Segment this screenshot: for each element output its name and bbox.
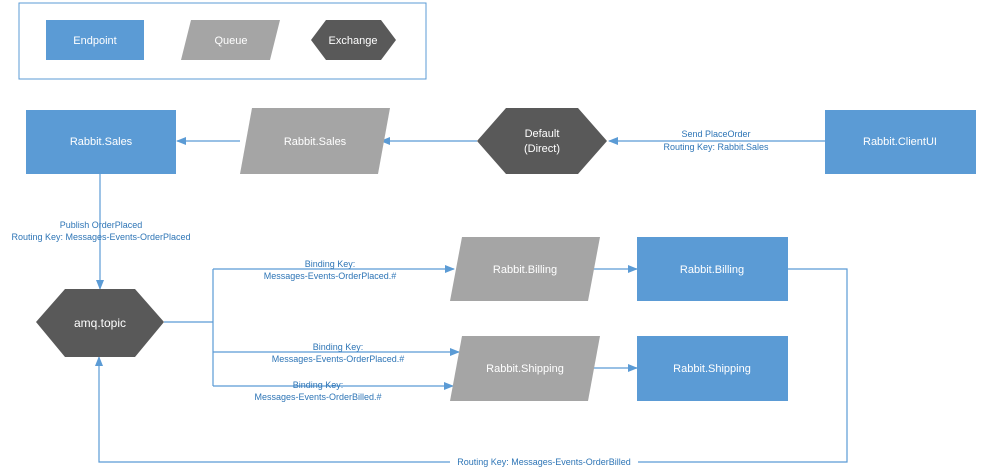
node-billing-endpoint bbox=[637, 237, 788, 301]
edge-label-bind-shipping-placed-1: Binding Key: bbox=[313, 342, 364, 352]
legend-exchange-shape bbox=[311, 20, 396, 60]
node-amq-topic-label: amq.topic bbox=[74, 316, 126, 330]
node-billing-endpoint-label: Rabbit.Billing bbox=[680, 264, 744, 276]
node-billing-queue bbox=[450, 237, 600, 301]
edge-label-bind-shipping-billed-2: Messages-Events-OrderBilled.# bbox=[254, 392, 381, 402]
legend-exchange-label: Exchange bbox=[329, 35, 378, 47]
node-sales-queue bbox=[240, 108, 390, 174]
edge-label-bind-billing-placed-1: Binding Key: bbox=[305, 259, 356, 269]
node-billing-queue-label: Rabbit.Billing bbox=[493, 264, 557, 276]
node-sales-endpoint bbox=[26, 110, 176, 174]
node-shipping-queue bbox=[450, 336, 600, 401]
edge-label-send-place-order-2: Routing Key: Rabbit.Sales bbox=[663, 142, 769, 152]
edge-label-bind-shipping-billed-1: Binding Key: bbox=[293, 380, 344, 390]
node-default-exchange-label-2: (Direct) bbox=[524, 143, 560, 155]
node-default-exchange-label-1: Default bbox=[525, 128, 560, 140]
node-client-ui-label: Rabbit.ClientUI bbox=[863, 136, 937, 148]
node-sales-queue-label: Rabbit.Sales bbox=[284, 136, 347, 148]
arrow-billing-to-amq-topic bbox=[95, 268, 848, 463]
edge-label-routing-order-billed-bg bbox=[450, 456, 638, 468]
legend-endpoint-shape bbox=[46, 20, 144, 60]
edge-label-publish-order-placed-1: Publish OrderPlaced bbox=[60, 220, 143, 230]
node-shipping-queue-label: Rabbit.Shipping bbox=[486, 363, 564, 375]
legend-endpoint-label: Endpoint bbox=[73, 35, 116, 47]
node-shipping-endpoint-label: Rabbit.Shipping bbox=[673, 363, 751, 375]
node-sales-endpoint-label: Rabbit.Sales bbox=[70, 136, 133, 148]
edge-label-bind-billing-placed-2: Messages-Events-OrderPlaced.# bbox=[264, 271, 397, 281]
legend-queue-label: Queue bbox=[214, 35, 247, 47]
node-default-exchange bbox=[477, 108, 607, 174]
node-shipping-endpoint bbox=[637, 336, 788, 401]
node-amq-topic bbox=[36, 289, 164, 357]
edge-label-publish-order-placed-2: Routing Key: Messages-Events-OrderPlaced bbox=[11, 232, 190, 242]
legend-queue-shape bbox=[181, 20, 280, 60]
edge-label-routing-order-billed: Routing Key: Messages-Events-OrderBilled bbox=[457, 457, 631, 467]
edge-label-bind-shipping-placed-2: Messages-Events-OrderPlaced.# bbox=[272, 354, 405, 364]
node-client-ui bbox=[825, 110, 976, 174]
edge-label-send-place-order-1: Send PlaceOrder bbox=[681, 129, 750, 139]
